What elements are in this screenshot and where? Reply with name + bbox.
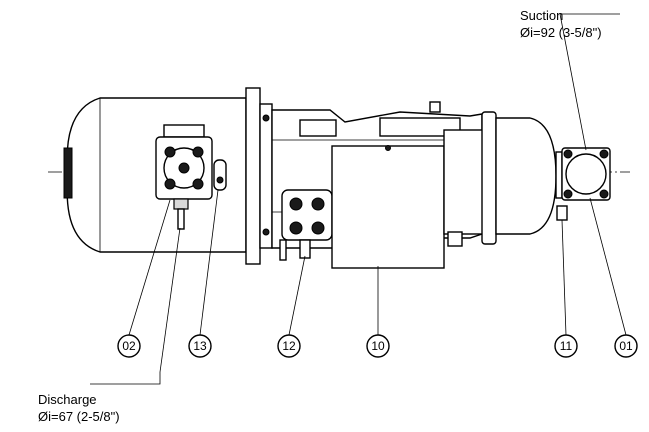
shell-end-cap — [63, 147, 73, 199]
callout-11-circle — [554, 334, 578, 358]
suction-title: Suction — [520, 8, 563, 23]
callout-01: 01 — [619, 339, 633, 353]
suction-sensor — [556, 205, 568, 221]
callout-01-circle — [614, 334, 638, 358]
callout-13: 13 — [193, 339, 207, 353]
callout-10: 10 — [371, 339, 385, 353]
oil-valves — [279, 189, 333, 261]
suction-leader — [559, 13, 620, 151]
callout-11: 11 — [560, 339, 573, 353]
callout-13-circle — [188, 334, 212, 358]
motor-dome — [495, 117, 557, 235]
suction-flange — [555, 147, 611, 201]
main-flange — [245, 87, 261, 265]
sight-glass — [213, 159, 227, 191]
terminal-box — [331, 145, 445, 269]
discharge-valve — [155, 124, 213, 230]
suction-size: Øi=92 (3-5/8") — [520, 25, 602, 40]
motor-housing — [443, 129, 485, 235]
callout-02-circle — [117, 334, 141, 358]
discharge-title: Discharge — [38, 392, 97, 407]
callout-10-circle — [366, 334, 390, 358]
discharge-size: Øi=67 (2-5/8") — [38, 409, 120, 424]
callout-12-circle — [277, 334, 301, 358]
callout-02: 02 — [122, 339, 136, 353]
callout-12: 12 — [282, 339, 296, 353]
discharge-leader — [90, 372, 161, 385]
